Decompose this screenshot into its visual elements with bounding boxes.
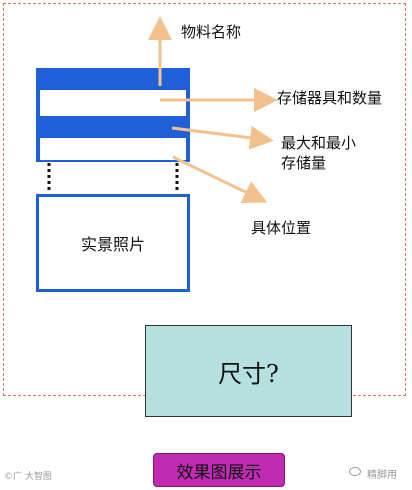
photo-box: 实景照片: [36, 194, 190, 292]
watermark-right: 精脚用: [367, 470, 397, 481]
label-max-min-line1: 最大和最小: [281, 134, 357, 152]
label-material-name: 物料名称: [181, 23, 242, 41]
wechat-icon: [349, 467, 361, 476]
label-max-min-line2: 存储量: [281, 154, 327, 172]
size-label: 尺寸?: [218, 359, 279, 388]
caption-button: 效果图展示: [153, 453, 285, 487]
arrow-max-min: [171, 125, 274, 150]
photo-label: 实景照片: [80, 235, 145, 254]
card-row-bottom: [40, 138, 186, 160]
label-card: [36, 68, 190, 162]
card-row-top: [40, 90, 186, 116]
arrow-location: [172, 155, 268, 203]
watermark-left: ©广 大智图: [4, 472, 52, 482]
caption-label: 效果图展示: [176, 462, 262, 483]
label-location: 具体位置: [251, 219, 312, 237]
label-stock-qty: 存储器具和数量: [277, 89, 383, 107]
size-box: 尺寸?: [145, 325, 352, 417]
